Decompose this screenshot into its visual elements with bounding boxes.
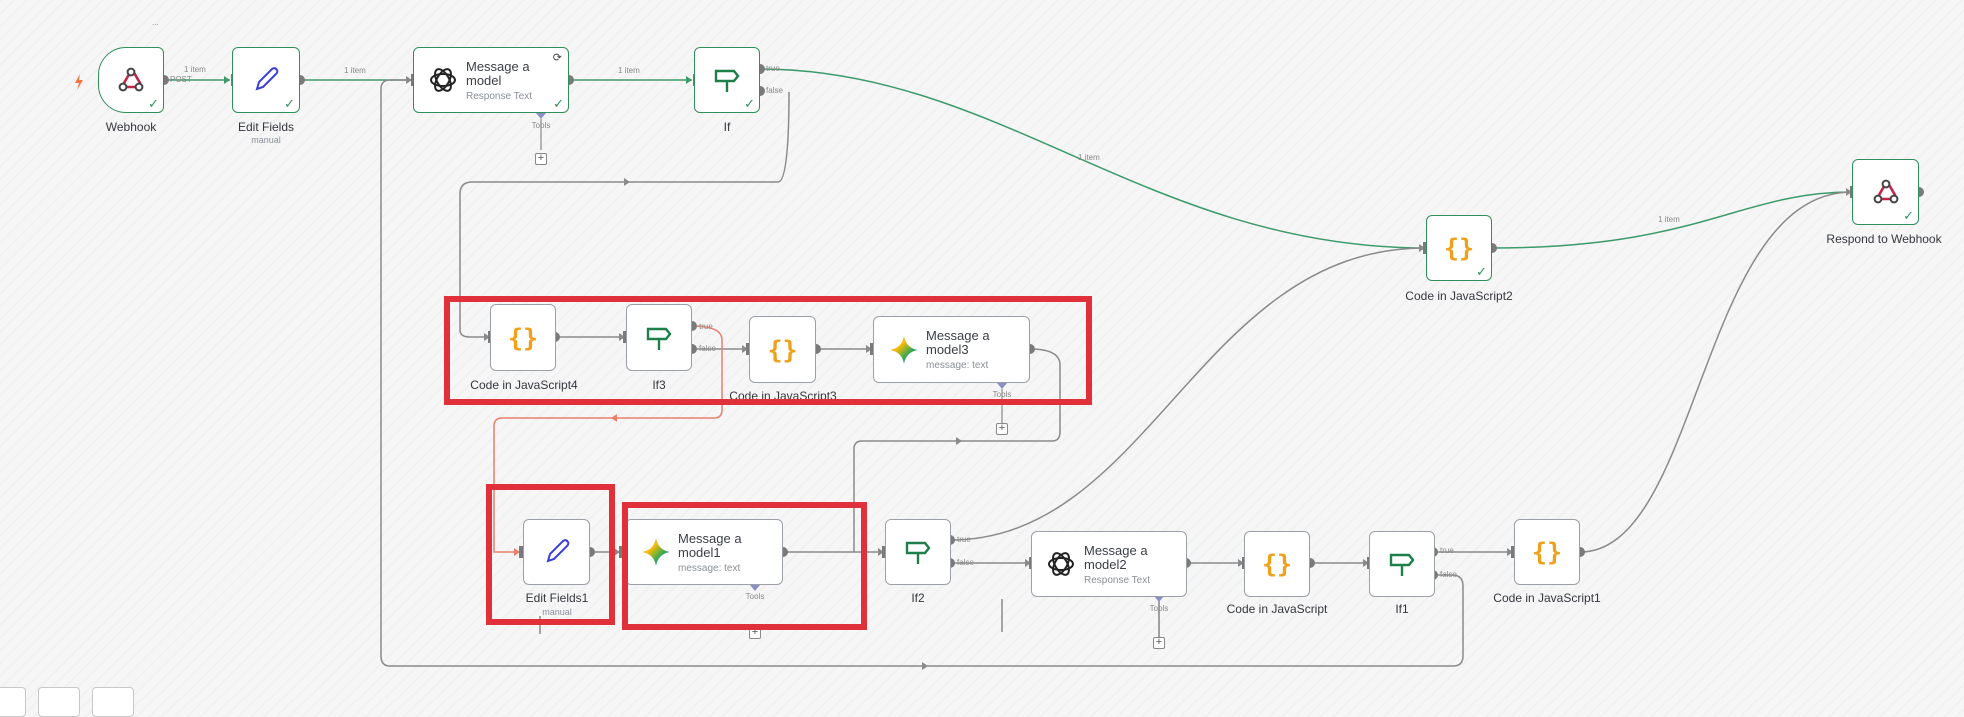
node-subtitle: Response Text [466, 91, 532, 102]
branch-false-label: false [957, 558, 974, 567]
success-check-icon: ✓ [148, 96, 159, 111]
if3-node[interactable] [626, 304, 692, 371]
tools-label: Tools [992, 390, 1012, 399]
code-js2-node[interactable]: {} ✓ [1426, 215, 1492, 281]
success-check-icon: ✓ [744, 96, 755, 111]
node-title: Message a model2 [1084, 543, 1148, 572]
add-tool-button[interactable]: + [996, 423, 1008, 435]
node-title: Message a model1 [678, 531, 742, 560]
branch-false-label: false [1440, 570, 1457, 579]
node-subtitle: Response Text [1084, 575, 1150, 586]
code-js-node[interactable]: {} [1244, 531, 1310, 597]
node-label: Code in JavaScript [1226, 602, 1328, 616]
signpost-icon [644, 323, 674, 353]
tools-label: Tools [1149, 604, 1169, 613]
if-node[interactable]: ✓ [694, 47, 760, 113]
add-tool-button[interactable]: + [535, 153, 547, 165]
node-title: Message a model3 [926, 328, 990, 357]
branch-true-label: true [699, 322, 713, 331]
if1-node[interactable] [1369, 531, 1435, 597]
code-braces-icon: {} [767, 335, 798, 364]
code-braces-icon: {} [1443, 233, 1475, 263]
success-check-icon: ✓ [553, 96, 564, 111]
node-label: Code in JavaScript1 [1493, 591, 1601, 605]
branch-true-label: true [1440, 546, 1454, 555]
code-js3-node[interactable]: {} [749, 316, 816, 383]
tools-label: Tools [745, 592, 765, 601]
highlight-box [622, 502, 867, 630]
node-label: Code in JavaScript2 [1405, 289, 1513, 303]
pencil-icon [542, 537, 572, 567]
signpost-icon [903, 537, 933, 567]
edit-fields-node[interactable]: ✓ [232, 47, 300, 113]
message-model3-node[interactable]: Message a model3 message: text [873, 316, 1030, 383]
node-label: Respond to Webhook [1826, 232, 1942, 246]
node-label: Edit Fields [237, 120, 295, 134]
respond-webhook-node[interactable]: ✓ [1852, 159, 1919, 225]
gemini-sparkle-icon [888, 334, 920, 366]
connection-count-label: 1 item [1658, 215, 1680, 224]
message-model-node[interactable]: Message a model Response Text ⟳ ✓ [413, 47, 569, 113]
connection-count-label: 1 item [344, 66, 366, 75]
node-label: If1 [1395, 602, 1409, 616]
zoom-control-button[interactable] [38, 687, 80, 717]
code-js4-node[interactable]: {} [490, 304, 556, 371]
connection-count-label: 1 item [618, 66, 640, 75]
branch-false-label: false [766, 86, 783, 95]
highlight-box [486, 484, 615, 625]
node-label: Code in JavaScript4 [470, 378, 578, 392]
node-label: If2 [911, 591, 925, 605]
message-model2-node[interactable]: Message a model2 Response Text [1031, 531, 1187, 597]
highlight-box [444, 296, 1092, 405]
zoom-control-button[interactable] [92, 687, 134, 717]
connection-lines [75, 64, 1924, 670]
success-check-icon: ✓ [1476, 264, 1487, 279]
signpost-icon [712, 65, 742, 95]
node-label: Edit Fields1 [525, 591, 589, 605]
node-sublabel: manual [251, 135, 281, 145]
success-check-icon: ✓ [1903, 208, 1914, 223]
openai-icon [428, 65, 458, 95]
branch-true-label: true [766, 64, 780, 73]
node-label: Webhook [105, 120, 157, 134]
tools-label: Tools [531, 121, 551, 130]
node-title: Message a model [466, 59, 530, 88]
node-label: If [723, 120, 731, 134]
zoom-control-button[interactable] [0, 687, 26, 717]
webhook-icon [1872, 179, 1900, 205]
code-braces-icon: {} [507, 323, 539, 352]
add-tool-button[interactable]: + [1153, 637, 1165, 649]
connection-count-label: 1 item [184, 65, 206, 74]
connection-method-label: POST [170, 75, 192, 84]
signpost-icon [1387, 549, 1417, 579]
success-check-icon: ✓ [284, 96, 295, 111]
gemini-sparkle-icon [640, 536, 672, 568]
branch-false-label: false [699, 344, 716, 353]
refresh-icon: ⟳ [552, 52, 562, 64]
code-braces-icon: {} [1531, 537, 1563, 567]
webhook-icon [117, 67, 145, 93]
edit-fields1-node[interactable] [523, 519, 590, 585]
openai-icon [1046, 549, 1076, 579]
if2-node[interactable] [885, 519, 951, 585]
node-subtitle: message: text [678, 563, 741, 574]
code-braces-icon: {} [1261, 549, 1293, 579]
connection-count-label: 1 item [1078, 153, 1100, 162]
node-sublabel: manual [542, 607, 572, 617]
message-model1-node[interactable]: Message a model1 message: text [625, 519, 783, 585]
pencil-icon [251, 65, 281, 95]
node-label: If3 [652, 378, 666, 392]
node-subtitle: message: text [926, 360, 989, 371]
webhook-node[interactable]: ✓ [98, 47, 164, 113]
code-js1-node[interactable]: {} [1514, 519, 1580, 585]
canvas-ellipsis: ... [152, 18, 159, 27]
branch-true-label: true [957, 535, 971, 544]
